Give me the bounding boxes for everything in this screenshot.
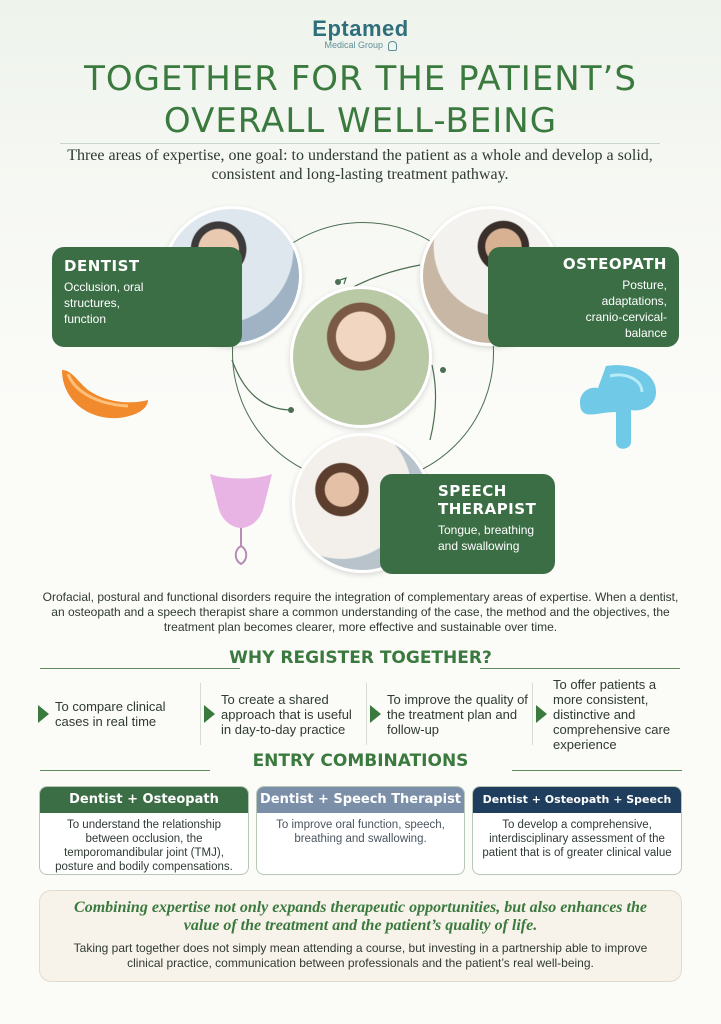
orange-mouthguard-image	[62, 370, 148, 419]
combo-card-dentist-osteopath: Dentist + Osteopath To understand the re…	[39, 786, 249, 875]
arrow-right-icon	[204, 705, 215, 723]
combo-card-dentist-speech: Dentist + Speech Therapist To improve or…	[256, 786, 465, 875]
reason-item: To offer patients a more consistent, dis…	[536, 677, 682, 752]
why-heading-rule-right	[480, 668, 680, 669]
combo-card-body: To understand the relationship between o…	[55, 819, 233, 873]
osteopath-title: OSTEOPATH	[562, 255, 667, 273]
title-divider	[60, 143, 660, 144]
closing-box: Combining expertise not only expands the…	[39, 890, 682, 982]
title-line-2: OVERALL WELL-BEING	[163, 101, 558, 141]
combo-card-title: Dentist + Osteopath	[40, 787, 248, 813]
closing-text: Taking part together does not simply mea…	[73, 941, 648, 970]
why-heading-rule-left	[40, 668, 240, 669]
reason-text: To create a shared approach that is usef…	[221, 691, 352, 737]
reason-item: To compare clinical cases in real time	[38, 683, 198, 745]
reason-divider	[366, 683, 367, 745]
brand-logo: Eptamed Medical Group	[0, 16, 721, 51]
dentist-title: DENTIST	[64, 257, 140, 275]
dentist-description: Occlusion, oral structures, function	[64, 280, 144, 326]
intro-paragraph: Orofacial, postural and functional disor…	[42, 590, 679, 634]
arrow-right-icon	[38, 705, 49, 723]
arrow-right-icon	[370, 705, 381, 723]
closing-quote: Combining expertise not only expands the…	[74, 899, 647, 934]
speech-title-line-1: SPEECH	[438, 482, 507, 500]
reason-divider	[532, 683, 533, 745]
dentist-card: DENTIST Occlusion, oral structures, func…	[52, 247, 242, 347]
combo-card-title: Dentist + Osteopath + Speech Therapist	[473, 787, 681, 832]
speech-description: Tongue, breathing and swallowing	[438, 523, 535, 553]
reason-item: To create a shared approach that is usef…	[204, 683, 364, 745]
pink-oral-device-image	[210, 474, 272, 566]
tooth-icon	[387, 40, 397, 51]
combo-card-body: To improve oral function, speech, breath…	[276, 819, 445, 845]
combo-card-title: Dentist + Speech Therapist	[257, 787, 464, 813]
brand-subtitle: Medical Group	[0, 40, 721, 51]
combinations-heading: ENTRY COMBINATIONS	[252, 751, 469, 771]
brand-name: Eptamed	[312, 16, 409, 41]
reason-divider	[200, 683, 201, 745]
speech-therapist-card: SPEECH THERAPIST Tongue, breathing and s…	[380, 474, 555, 574]
combo-card-all-three: Dentist + Osteopath + Speech Therapist T…	[472, 786, 682, 875]
osteopath-card: OSTEOPATH Posture, adaptations, cranio-c…	[488, 247, 679, 347]
page-subtitle: Three areas of expertise, one goal: to u…	[67, 147, 653, 183]
blue-oral-device-image	[580, 365, 656, 449]
speech-title-line-2: THERAPIST	[438, 500, 537, 518]
arrow-right-icon	[536, 705, 547, 723]
reason-text: To offer patients a more consistent, dis…	[553, 676, 671, 752]
page-title: TOGETHER FOR THE PATIENT’S OVERALL WELL-…	[0, 58, 721, 142]
combo-card-body: To develop a comprehensive, interdiscipl…	[482, 819, 672, 859]
combo-heading-rule-right	[512, 770, 682, 771]
why-heading: WHY REGISTER TOGETHER?	[229, 648, 492, 668]
brand-sub-text: Medical Group	[324, 40, 383, 50]
combo-heading-rule-left	[40, 770, 210, 771]
title-line-1: TOGETHER FOR THE PATIENT’S	[84, 59, 637, 99]
osteopath-description: Posture, adaptations, cranio-cervical-ba…	[585, 278, 667, 340]
reason-text: To compare clinical cases in real time	[55, 699, 166, 729]
reason-text: To improve the quality of the treatment …	[387, 691, 528, 737]
patient-photo	[290, 286, 432, 428]
reason-item: To improve the quality of the treatment …	[370, 683, 530, 745]
